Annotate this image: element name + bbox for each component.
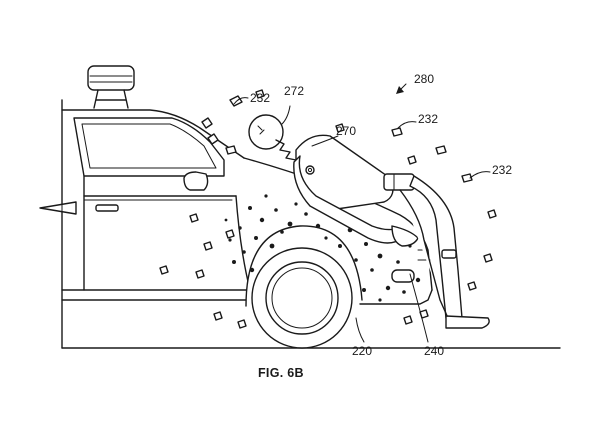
leader-lines — [233, 83, 491, 343]
figure-caption: FIG. 6B — [258, 366, 304, 380]
front-wheel — [245, 225, 363, 349]
label-232-top-left: 232 — [250, 91, 271, 105]
label-240: 240 — [424, 344, 445, 358]
label-220: 220 — [352, 344, 373, 358]
pedestrian — [248, 114, 490, 329]
adhesive-speckles — [224, 194, 421, 302]
vehicle-body — [39, 109, 433, 305]
roof-sensor — [87, 65, 135, 109]
label-280: 280 — [414, 72, 435, 86]
label-270: 270 — [336, 124, 357, 138]
label-232-top-right: 232 — [418, 112, 439, 126]
label-272: 272 — [284, 84, 305, 98]
label-232-right: 232 — [492, 163, 513, 177]
debris-particles — [159, 89, 497, 329]
